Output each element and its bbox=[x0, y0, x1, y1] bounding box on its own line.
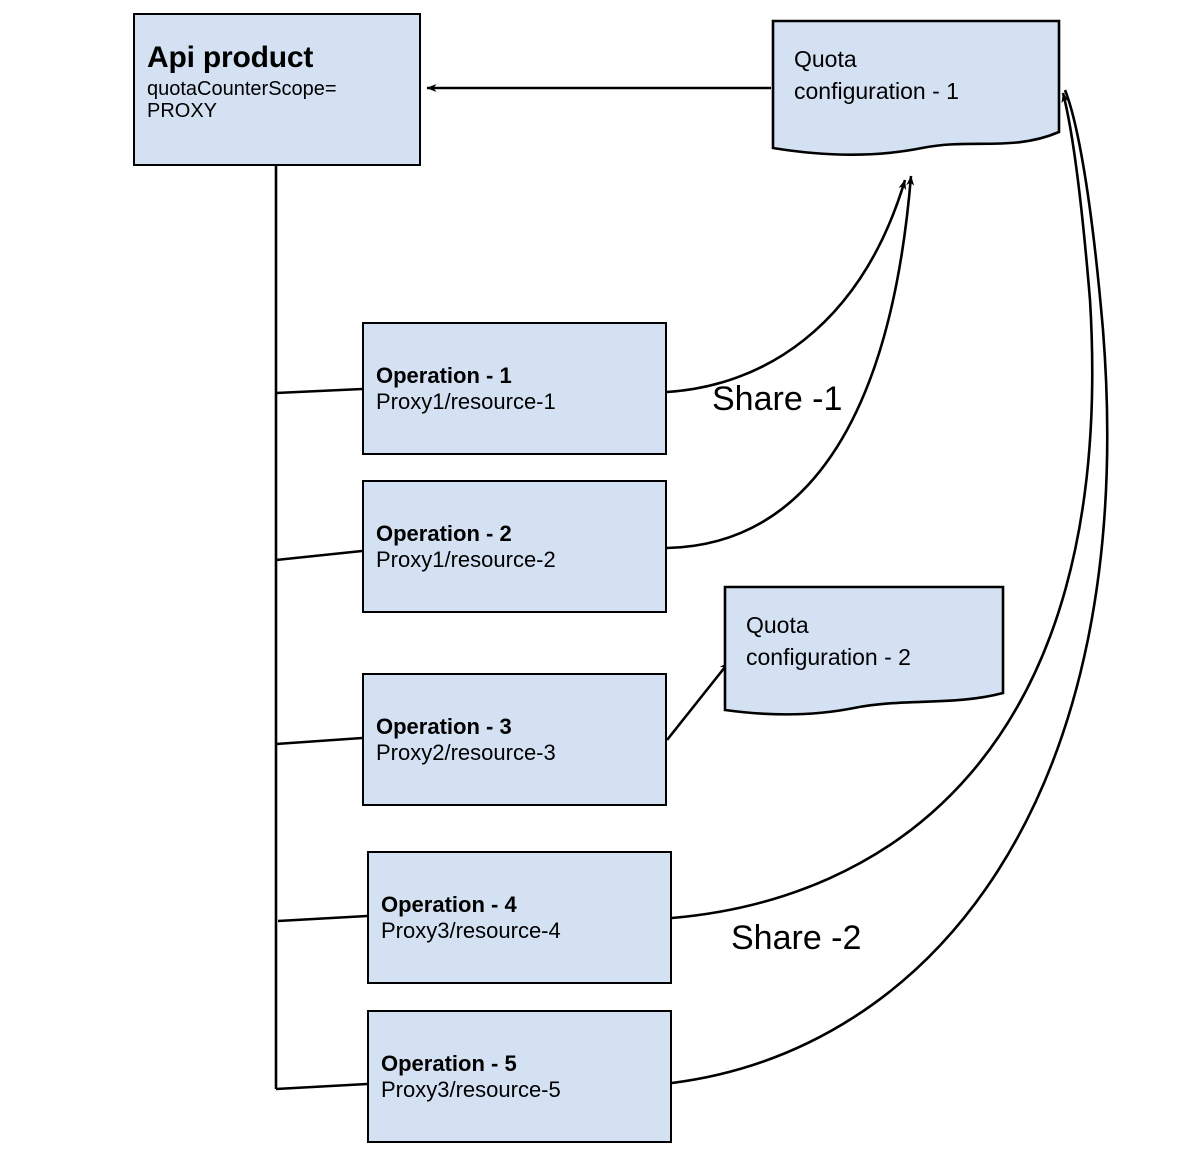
node-quota-configuration-1[interactable]: Quota configuration - 1 bbox=[771, 19, 1061, 160]
node-operation-2[interactable]: Operation - 2 Proxy1/resource-2 bbox=[362, 480, 667, 613]
node-operation-5[interactable]: Operation - 5 Proxy3/resource-5 bbox=[367, 1010, 672, 1143]
edge-branch-op2 bbox=[275, 549, 363, 562]
operation-5-text: Operation - 5 Proxy3/resource-5 bbox=[381, 1051, 660, 1102]
quota-configuration-1-label: Quota configuration - 1 bbox=[794, 46, 959, 104]
operation-2-title: Operation - 2 bbox=[376, 521, 512, 546]
operation-3-subtitle: Proxy2/resource-3 bbox=[376, 739, 556, 765]
node-quota-configuration-2[interactable]: Quota configuration - 2 bbox=[723, 585, 1005, 720]
operation-4-title: Operation - 4 bbox=[381, 892, 517, 917]
edge-op2-to-quota1 bbox=[666, 175, 915, 550]
edge-branch-op1 bbox=[275, 387, 363, 395]
edge-branch-op3 bbox=[275, 736, 363, 746]
quota-configuration-2-label: Quota configuration - 2 bbox=[746, 612, 911, 670]
node-operation-1[interactable]: Operation - 1 Proxy1/resource-1 bbox=[362, 322, 667, 455]
operation-2-text: Operation - 2 Proxy1/resource-2 bbox=[376, 521, 655, 572]
api-product-title: Api product bbox=[147, 41, 314, 74]
operation-3-title: Operation - 3 bbox=[376, 714, 512, 739]
edge-label-share-1: Share -1 bbox=[712, 380, 843, 418]
operation-1-title: Operation - 1 bbox=[376, 363, 512, 388]
node-operation-4[interactable]: Operation - 4 Proxy3/resource-4 bbox=[367, 851, 672, 984]
edge-op4-to-quota1 bbox=[671, 92, 1094, 920]
operation-1-subtitle: Proxy1/resource-1 bbox=[376, 388, 556, 414]
operation-4-text: Operation - 4 Proxy3/resource-4 bbox=[381, 892, 660, 943]
document-shape-1 bbox=[771, 19, 1061, 157]
edge-op3-to-quota2 bbox=[665, 661, 731, 741]
edge-op1-to-quota1 bbox=[666, 179, 907, 394]
edge-label-share-2: Share -2 bbox=[731, 919, 862, 957]
api-product-text: Api product quotaCounterScope= PROXY bbox=[147, 41, 409, 122]
node-api-product[interactable]: Api product quotaCounterScope= PROXY bbox=[133, 13, 421, 166]
operation-5-subtitle: Proxy3/resource-5 bbox=[381, 1076, 561, 1102]
operation-1-text: Operation - 1 Proxy1/resource-1 bbox=[376, 363, 655, 414]
edge-branch-op4 bbox=[277, 914, 368, 923]
operation-5-title: Operation - 5 bbox=[381, 1051, 517, 1076]
operation-3-text: Operation - 3 Proxy2/resource-3 bbox=[376, 714, 655, 765]
operation-4-subtitle: Proxy3/resource-4 bbox=[381, 917, 561, 943]
api-product-subtitle: quotaCounterScope= PROXY bbox=[147, 77, 337, 122]
operation-2-subtitle: Proxy1/resource-2 bbox=[376, 546, 556, 572]
document-shape-2 bbox=[723, 585, 1005, 716]
edge-branch-op5 bbox=[275, 1082, 368, 1091]
node-operation-3[interactable]: Operation - 3 Proxy2/resource-3 bbox=[362, 673, 667, 806]
